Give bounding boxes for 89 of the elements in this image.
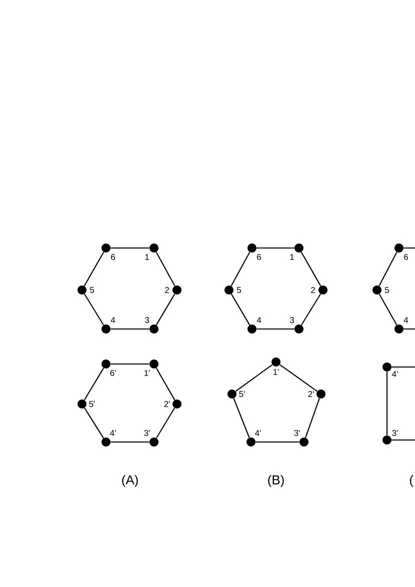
vertex-number: 4'	[392, 371, 398, 377]
vertex-dot	[228, 390, 236, 398]
vertex-number: 3'	[294, 430, 300, 436]
polygon-edge	[84, 408, 104, 438]
vertex-dot	[394, 244, 404, 252]
polygon-edge	[256, 328, 294, 330]
polygon-edge	[392, 439, 415, 441]
vertex-dot	[78, 286, 86, 294]
vertex-number: 4	[110, 317, 116, 323]
polygon-edge	[300, 252, 322, 286]
vertex-dot	[150, 438, 158, 446]
polygon-edge	[84, 252, 104, 286]
polygon-edge	[84, 294, 104, 326]
vertex-number: 1	[145, 254, 149, 260]
vertex-number: 5	[236, 287, 241, 293]
vertex-number: 5	[384, 287, 389, 293]
vertex-number: 3'	[144, 430, 150, 436]
vertex-number: 5	[90, 287, 94, 293]
vertex-number: 5'	[239, 391, 245, 397]
vertex-dot	[78, 400, 86, 408]
vertex-dot	[172, 400, 182, 408]
polygon-edge	[378, 294, 398, 326]
polygon-edge	[235, 364, 273, 392]
vertex-dot	[372, 286, 382, 294]
vertex-dot	[248, 324, 256, 334]
vertex-number: 6'	[110, 370, 116, 376]
polygon-edge	[300, 294, 321, 326]
vertex-dot	[294, 244, 304, 252]
vertex-dot	[300, 438, 308, 446]
panel-label: (	[410, 474, 414, 488]
vertex-dot	[394, 324, 404, 334]
vertex-number: 6	[404, 254, 408, 260]
polygon-edge	[84, 368, 104, 400]
vertex-number: 1	[290, 254, 294, 260]
vertex-dot	[272, 358, 280, 366]
vertex-dot	[224, 286, 234, 294]
vertex-dot	[102, 324, 110, 334]
polygon-edge	[386, 372, 388, 436]
vertex-dot	[248, 244, 256, 252]
polygon-edge	[256, 441, 300, 443]
polygon-edge	[156, 252, 176, 286]
vertex-number: 3'	[392, 430, 398, 436]
polygon-edge	[256, 247, 294, 249]
polygon-edge	[280, 364, 318, 392]
vertex-dot	[382, 436, 392, 444]
polygon-edge	[110, 328, 150, 330]
polygon-edge	[378, 252, 398, 286]
polygon-edge	[230, 252, 250, 286]
vertex-dot	[150, 360, 158, 368]
vertex-number: 3	[290, 317, 294, 323]
vertex-number: 2	[311, 287, 315, 293]
polygon-edge	[110, 247, 150, 249]
vertex-number: 2'	[308, 391, 314, 397]
vertex-number: 4'	[110, 430, 116, 436]
polygon-edge	[404, 247, 415, 249]
polygon-edge	[156, 294, 176, 326]
polygon-edge	[392, 366, 415, 368]
vertex-dot	[102, 360, 110, 368]
polygon-edge	[156, 408, 176, 438]
polygon-edge	[156, 368, 176, 400]
vertex-dot	[102, 244, 110, 252]
panel-label: (B)	[268, 474, 284, 488]
vertex-dot	[172, 286, 182, 294]
vertex-number: 1'	[144, 370, 150, 376]
vertex-dot	[150, 244, 158, 252]
vertex-number: 4	[256, 317, 262, 323]
vertex-number: 5'	[89, 401, 95, 407]
vertex-number: 4'	[255, 430, 261, 436]
vertex-number: 6	[257, 254, 261, 260]
polygon-edge	[233, 398, 250, 438]
vertex-dot	[150, 324, 158, 334]
polygon-edge	[230, 294, 250, 326]
vertex-dot	[294, 324, 304, 334]
vertex-number: 4	[404, 317, 408, 323]
polygon-edge	[305, 398, 320, 438]
polygon-edge	[110, 441, 150, 443]
vertex-number: 2'	[164, 401, 170, 407]
vertex-dot	[382, 362, 392, 372]
vertex-number: 2	[165, 287, 169, 293]
polygon-edge	[404, 328, 415, 330]
polygon-edge	[110, 363, 150, 365]
panel-label: (A)	[122, 474, 138, 488]
vertex-dot	[246, 438, 256, 446]
vertex-dot	[316, 390, 326, 398]
vertex-number: 3	[144, 317, 149, 323]
vertex-dot	[102, 438, 110, 446]
vertex-number: 6	[111, 254, 115, 260]
vertex-dot	[318, 286, 328, 294]
vertex-number: 1'	[273, 369, 279, 375]
